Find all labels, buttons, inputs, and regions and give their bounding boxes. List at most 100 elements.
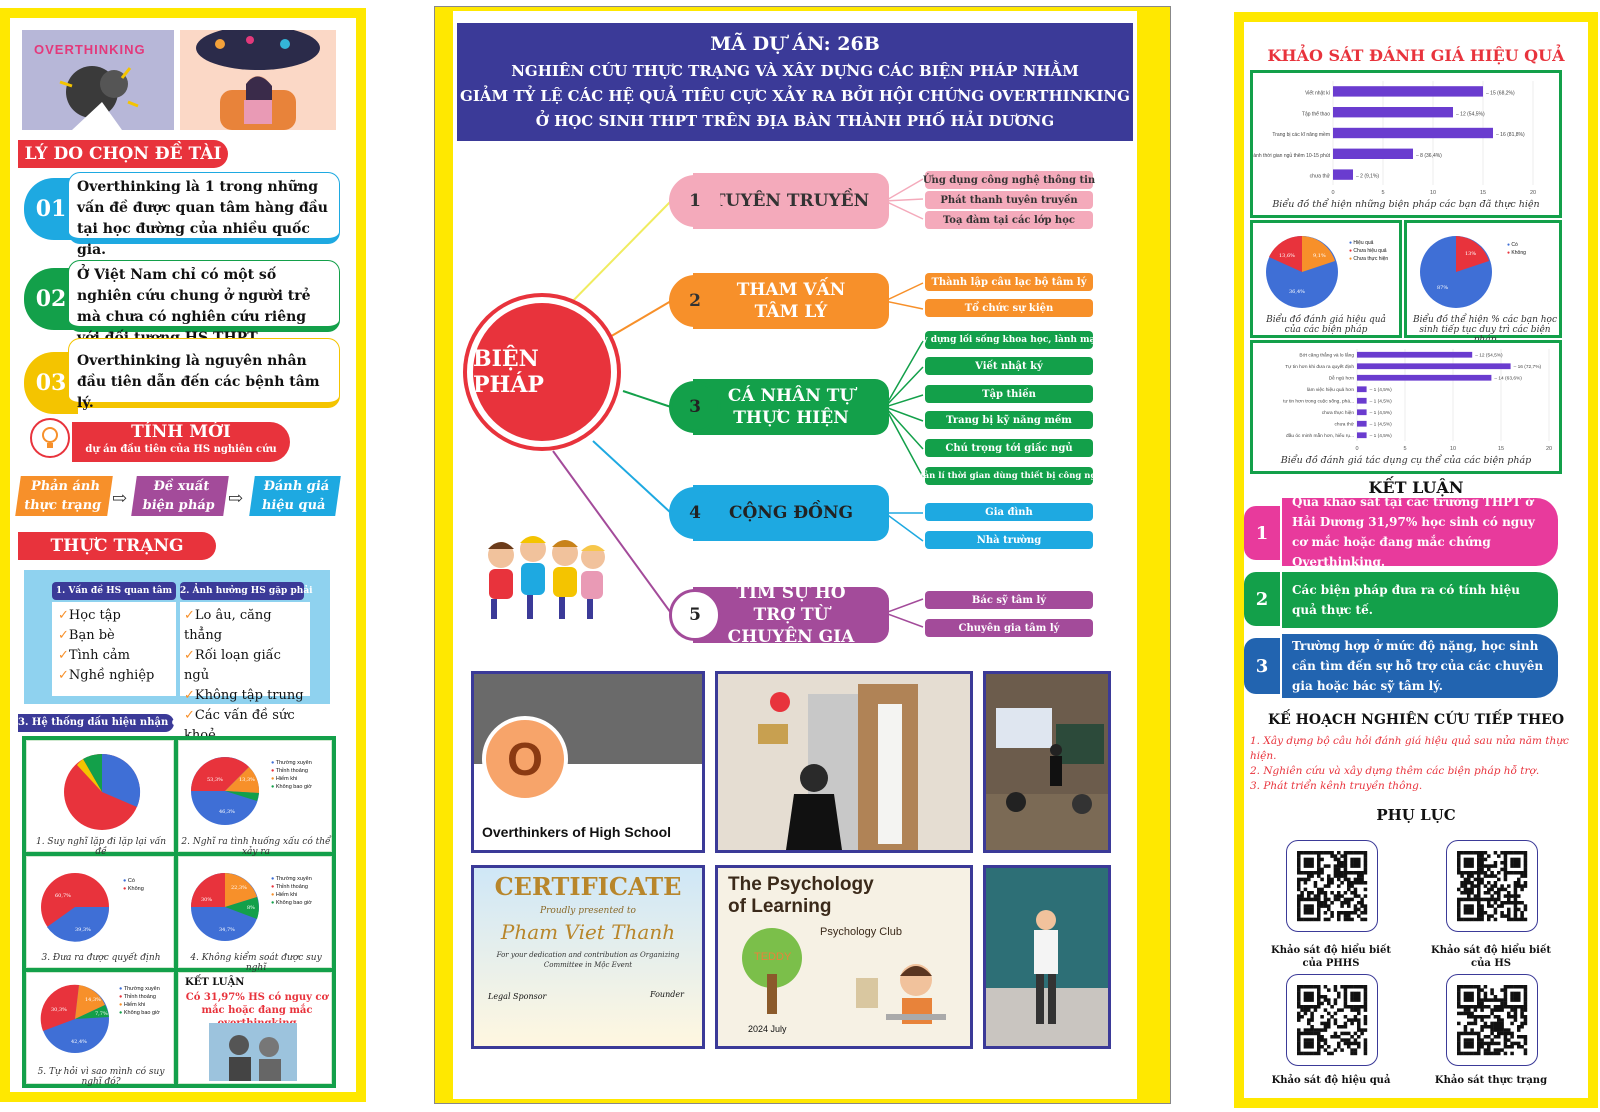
classroom-presentation-photo: [983, 671, 1111, 853]
qr-module: [1480, 1005, 1484, 1009]
overthinking-banner: OVERTHINKING: [34, 42, 146, 57]
qr-module: [1320, 851, 1324, 855]
qr-module: [1470, 851, 1474, 855]
sub-item: Tập thiền: [925, 385, 1093, 403]
check-icon: ✓: [58, 648, 69, 663]
qr-module: [1310, 907, 1314, 912]
branch-num-3: 3: [669, 381, 721, 433]
qr-module: [1300, 1005, 1304, 1009]
qr-module: [1507, 1045, 1511, 1049]
qr-module: [1497, 1031, 1501, 1036]
issues-list: ✓Học tập ✓Bạn bè ✓Tình cảm ✓Nghề nghiệp: [52, 602, 176, 696]
qr-module: [1470, 1028, 1474, 1032]
qr-module: [1347, 917, 1351, 922]
qr-module: [1503, 1031, 1508, 1036]
bar: [1333, 169, 1353, 180]
qr-module: [1513, 904, 1518, 908]
qr-module: [1317, 1031, 1321, 1036]
qr-module: [1520, 1015, 1524, 1019]
qr-module: [1523, 881, 1528, 885]
qr-module: [1497, 854, 1501, 858]
effects-list: ✓Lo âu, căng thẳng ✓Rối loạn giấc ngủ ✓K…: [180, 602, 310, 743]
qr-module: [1500, 1025, 1504, 1029]
qr-module: [1480, 854, 1484, 858]
qr-module: [1323, 1008, 1328, 1012]
qr-module: [1483, 1048, 1488, 1052]
qr-module: [1460, 1031, 1464, 1036]
qr-module: [1503, 877, 1508, 882]
qr-module: [1507, 914, 1511, 918]
qr-module: [1523, 998, 1528, 1002]
qr-module: [1330, 914, 1334, 918]
qr-module: [1493, 884, 1498, 888]
qr-module: [1500, 851, 1504, 855]
qr-module: [1303, 871, 1308, 875]
qr-module: [1463, 881, 1468, 885]
qr-module: [1490, 1011, 1494, 1016]
sub-item: Chuyên gia tâm lý: [925, 619, 1093, 637]
qr-module: [1483, 851, 1488, 855]
qr-module: [1317, 897, 1321, 902]
qr-module: [1347, 871, 1351, 875]
qr-module: [1500, 998, 1504, 1002]
bar: [1357, 420, 1367, 427]
qr-module: [1347, 881, 1351, 885]
category-label: Dễ ngủ hơn: [1329, 374, 1355, 381]
qr-module: [1483, 1005, 1488, 1009]
qr-code-status[interactable]: [1446, 974, 1538, 1066]
qr-module: [1357, 877, 1361, 882]
reason-text-01: Overthinking là 1 trong những vấn đề đượ…: [68, 172, 340, 258]
qr-code-students[interactable]: [1446, 840, 1538, 932]
qr-module: [1473, 917, 1478, 922]
qr-module: [1520, 914, 1524, 918]
qr-module: [1360, 877, 1364, 882]
qr-module: [1317, 1038, 1321, 1042]
qr-module: [1513, 1041, 1518, 1046]
qr-module: [1360, 1031, 1364, 1036]
qr-module: [1507, 1038, 1511, 1042]
qr-module: [1357, 1035, 1361, 1039]
qr-module: [1520, 1045, 1524, 1049]
qr-module: [1337, 914, 1341, 918]
qr-module: [1493, 1008, 1498, 1012]
qr-module: [1460, 917, 1464, 922]
qr-module: [1480, 1041, 1484, 1046]
qr-module: [1297, 988, 1301, 992]
qr-module: [1343, 1021, 1348, 1026]
qr-module: [1520, 871, 1524, 875]
category-label: chưa thực hiện: [1322, 410, 1355, 416]
qr-module: [1517, 881, 1521, 885]
list-item: ✓Tình cảm: [58, 648, 130, 663]
qr-code-efficiency[interactable]: [1286, 974, 1378, 1066]
qr-module: [1513, 998, 1518, 1002]
flow-step-1: Phản ánh thực trạng: [15, 476, 113, 516]
qr-module: [1497, 894, 1501, 898]
qr-module: [1343, 985, 1348, 989]
qr-module: [1463, 1031, 1468, 1036]
qr-module: [1297, 897, 1301, 902]
pie-frame-efficiency: 13,6% 9,1% 36,4% ● Hiệu quả ● Chưa hiệu …: [1250, 220, 1402, 338]
qr-module: [1323, 1041, 1328, 1046]
psychology-poster-photo: The Psychology of Learning Psychology Cl…: [715, 865, 973, 1049]
qr-module: [1337, 1008, 1341, 1012]
qr-module: [1317, 904, 1321, 908]
qr-module: [1470, 995, 1474, 999]
pie-chart-2: 53,3% 13,3% 46,3%: [191, 757, 260, 825]
chart4-caption: Biểu đồ đánh giá tác dụng cụ thể của các…: [1280, 455, 1532, 466]
qr-module: [1343, 911, 1348, 915]
qr-module: [1463, 891, 1468, 895]
qr-module: [1510, 871, 1514, 875]
qr-module: [1467, 857, 1471, 862]
qr-module: [1357, 998, 1361, 1002]
qr-module: [1317, 998, 1321, 1002]
qr-module: [1330, 891, 1334, 895]
qr-module: [1470, 864, 1474, 868]
qr-module: [1510, 894, 1514, 898]
qr-module: [1357, 874, 1361, 878]
qr-module: [1467, 1015, 1471, 1019]
qr-module: [1493, 891, 1498, 895]
qr-code-parents[interactable]: [1286, 840, 1378, 932]
qr-module: [1513, 901, 1518, 905]
pie-label: 42,4%: [71, 1039, 87, 1045]
